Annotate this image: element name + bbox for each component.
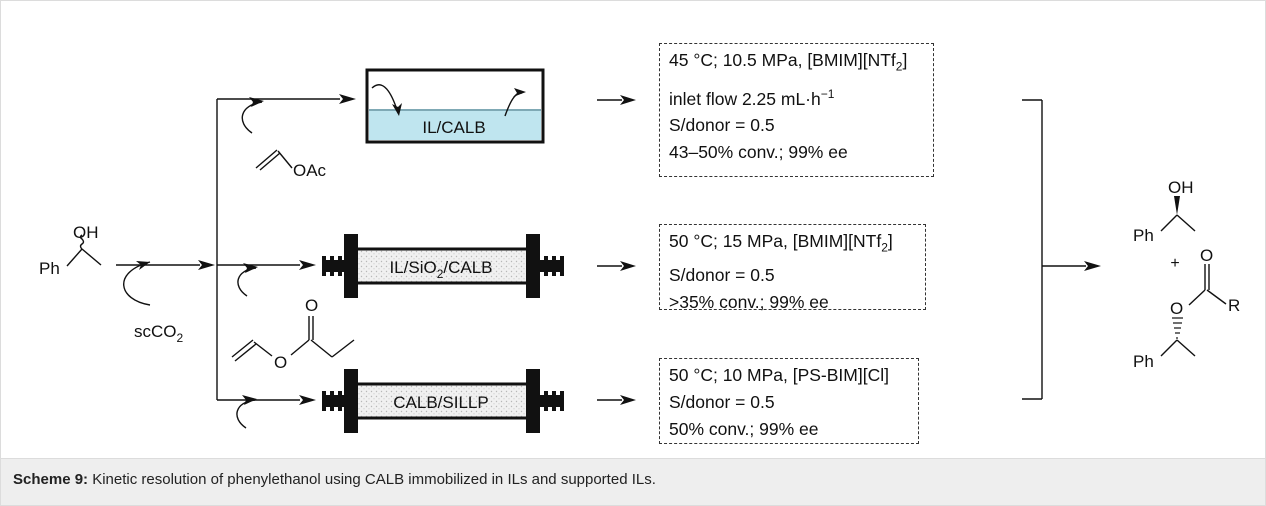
caption-label: Scheme 9: (13, 471, 89, 488)
conditions-box-2-line3: >35% conv.; 99% ee (669, 291, 829, 312)
vinyl-propionate-structure (231, 316, 355, 362)
reaction-scheme: OH Ph scCO2 OAc IL/CALB (39, 68, 1240, 433)
vinyl-acetate-structure (255, 149, 293, 171)
scco2-label: scCO2 (134, 322, 184, 345)
start-oh-label: OH (73, 223, 99, 242)
conditions-box-1-line2: inlet flow 2.25 mL·h−1 (669, 86, 835, 109)
product-alcohol-structure (1160, 196, 1196, 232)
conditions-box-3-line2: S/donor = 0.5 (669, 392, 775, 412)
scheme-caption: Scheme 9: Kinetic resolution of phenylet… (1, 458, 1265, 505)
product-bracket (1022, 99, 1086, 400)
conditions-box-2: 50 °C; 15 MPa, [BMIM][NTf2] S/donor = 0.… (659, 224, 926, 312)
batch-reactor (365, 68, 545, 144)
conditions-box-3-line3: 50% conv.; 99% ee (669, 419, 819, 439)
conditions-box-1: 45 °C; 10.5 MPa, [BMIM][NTf2] inlet flow… (659, 43, 934, 177)
top-curved-arrow (241, 101, 263, 134)
column-reactor-2 (322, 369, 564, 433)
column-reactor-2-label: CALB/SILLP (393, 393, 488, 412)
product-ester-carbonyl-o: O (1200, 246, 1213, 265)
conditions-box-1-line3: S/donor = 0.5 (669, 115, 775, 136)
arrow-to-box3 (620, 395, 636, 405)
product-alcohol-oh: OH (1168, 178, 1194, 197)
vinyl-propionate-ether-o: O (274, 353, 287, 372)
caption-text: Kinetic resolution of phenylethanol usin… (88, 471, 656, 488)
scco2-curved-arrow (123, 261, 151, 306)
conditions-box-1-line4: 43–50% conv.; 99% ee (669, 142, 848, 163)
product-alcohol-ph: Ph (1133, 226, 1154, 245)
arrow-to-box1 (620, 95, 636, 105)
column-reactor-1-label: IL/SiO2/CALB (389, 258, 492, 281)
product-ester-r: R (1228, 296, 1240, 315)
batch-reactor-label: IL/CALB (422, 118, 485, 137)
vinyl-acetate-oac: OAc (293, 161, 327, 180)
product-ester-structure (1160, 264, 1227, 357)
start-ph-label: Ph (39, 259, 60, 278)
ester-hashed-wedge (1172, 317, 1183, 339)
start-material-structure (66, 234, 102, 267)
conditions-box-2-line2: S/donor = 0.5 (669, 264, 775, 285)
conditions-box-3: 50 °C; 10 MPa, [PS-BIM][Cl] S/donor = 0.… (659, 358, 919, 444)
conditions-box-2-line1: 50 °C; 15 MPa, [BMIM][NTf2] (669, 231, 893, 255)
middle-curved-arrow (237, 267, 257, 297)
column-reactor-1 (322, 234, 564, 298)
arrow-to-box2 (620, 261, 636, 271)
bottom-curved-arrow (236, 399, 256, 429)
vinyl-propionate-carbonyl-o: O (305, 296, 318, 315)
conditions-box-3-line1: 50 °C; 10 MPa, [PS-BIM][Cl] (669, 365, 889, 385)
product-ester-ph: Ph (1133, 352, 1154, 371)
conditions-box-1-line1: 45 °C; 10.5 MPa, [BMIM][NTf2] (669, 50, 908, 74)
product-ester-o: O (1170, 299, 1183, 318)
arrow-to-products (1084, 261, 1101, 271)
product-plus: + (1170, 255, 1179, 272)
